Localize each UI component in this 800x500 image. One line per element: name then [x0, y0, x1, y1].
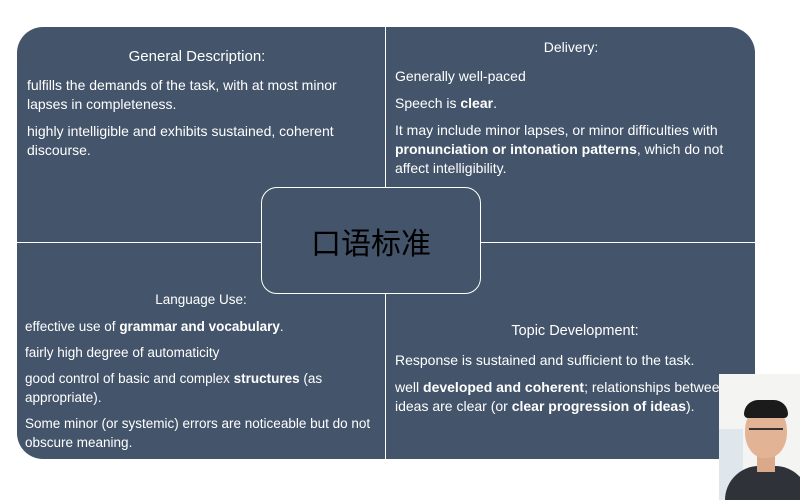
- general-description-quadrant: General Description: fulfills the demand…: [27, 47, 367, 168]
- delivery-point-2: Speech is clear.: [395, 95, 497, 111]
- language-use-point-3: good control of basic and complex struct…: [25, 371, 323, 405]
- delivery-keyword-pronunciation: pronunciation or intonation patterns: [395, 141, 637, 157]
- topic-keyword-progression: clear progression of ideas: [511, 398, 687, 414]
- language-use-title: Language Use:: [155, 292, 247, 307]
- language-use-point-1: effective use of grammar and vocabulary.: [25, 319, 284, 334]
- presenter-hair: [744, 400, 788, 418]
- topic-development-quadrant: Topic Development: Response is sustained…: [395, 322, 755, 424]
- speaking-criteria-panel: General Description: fulfills the demand…: [17, 27, 755, 459]
- topic-development-point-1: Response is sustained and sufficient to …: [395, 352, 695, 368]
- language-use-point-4: Some minor (or systemic) errors are noti…: [25, 416, 371, 450]
- language-keyword-structures: structures: [233, 371, 300, 386]
- topic-keyword-coherent: developed and coherent: [423, 379, 585, 395]
- presenter-glasses-icon: [749, 428, 783, 440]
- general-description-point-1: fulfills the demands of the task, with a…: [27, 77, 337, 112]
- delivery-point-1: Generally well-paced: [395, 68, 526, 84]
- delivery-point-3: It may include minor lapses, or minor di…: [395, 122, 724, 176]
- delivery-keyword-clear: clear: [460, 95, 494, 111]
- presenter-webcam: [719, 374, 800, 500]
- general-description-point-2: highly intelligible and exhibits sustain…: [27, 123, 334, 158]
- center-label: 口语标准: [311, 226, 431, 262]
- language-use-point-2: fairly high degree of automaticity: [25, 345, 220, 360]
- topic-development-title: Topic Development:: [511, 323, 639, 339]
- center-label-box: 口语标准: [261, 187, 481, 294]
- delivery-quadrant: Delivery: Generally well-paced Speech is…: [395, 38, 747, 186]
- language-use-quadrant: Language Use: effective use of grammar a…: [25, 290, 377, 459]
- delivery-title: Delivery:: [543, 39, 599, 55]
- topic-development-point-2: well developed and coherent; relationshi…: [395, 379, 728, 414]
- language-keyword-grammar: grammar and vocabulary: [119, 319, 280, 334]
- general-description-title: General Description:: [128, 48, 266, 65]
